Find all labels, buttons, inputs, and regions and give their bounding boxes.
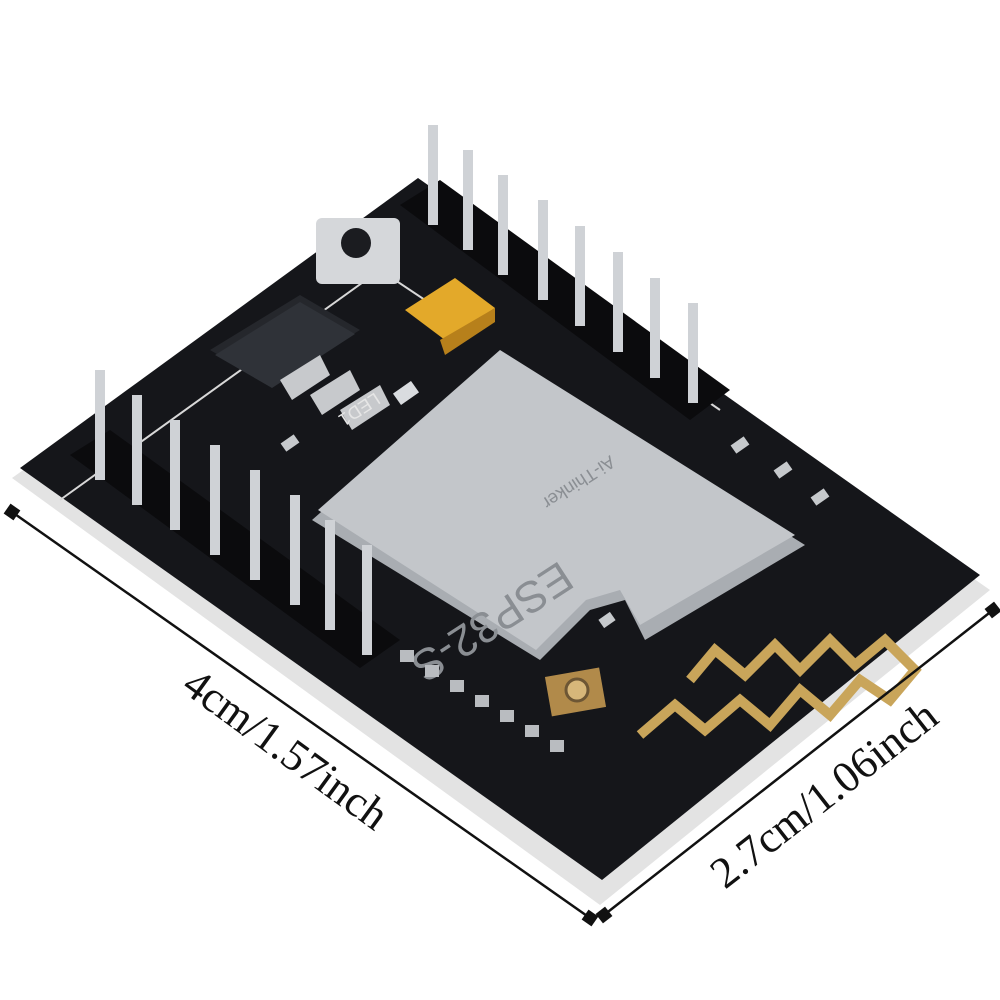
- module-pads: [400, 650, 564, 752]
- ufl-antenna-connector: [544, 667, 607, 717]
- dimension-arrow-icon: [603, 609, 994, 916]
- pcb-antenna-trace: [636, 632, 922, 739]
- smd-components: [280, 434, 830, 629]
- right-pin-header: [400, 125, 730, 420]
- left-pin-header: [70, 370, 400, 668]
- dimension-arrow-icon: [11, 510, 591, 920]
- width-dimension-arrow: [595, 601, 1000, 924]
- tantalum-capacitor: [405, 278, 495, 355]
- length-dimension-arrow: [3, 503, 599, 927]
- voltage-regulator: [210, 295, 390, 430]
- reset-button: [316, 218, 400, 284]
- wifi-module-shield: ESP32-S Ai-Thinker: [312, 350, 805, 691]
